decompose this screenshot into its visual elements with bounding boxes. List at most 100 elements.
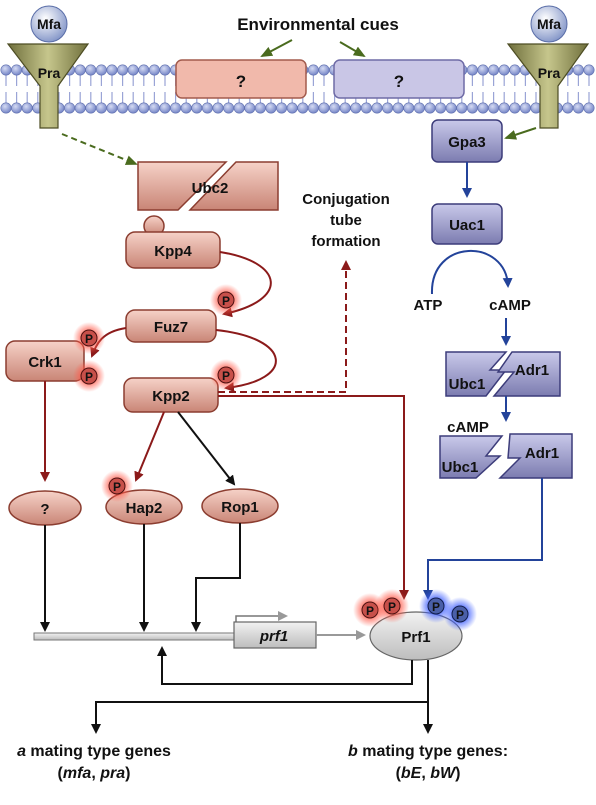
svg-text:?: ?	[236, 72, 246, 91]
svg-text:Fuz7: Fuz7	[154, 319, 188, 336]
lipid-head	[21, 102, 33, 114]
lipid-head	[170, 102, 182, 114]
title-environmental-cues: Environmental cues	[237, 15, 399, 34]
lipid-head	[244, 102, 256, 114]
svg-text:P: P	[222, 294, 230, 308]
lipid-head	[509, 102, 521, 114]
lipid-head	[286, 102, 298, 114]
atp-label: ATP	[414, 297, 443, 314]
svg-text:Hap2: Hap2	[126, 500, 163, 517]
mfa-ligand-left: Mfa	[30, 5, 68, 43]
lipid-head	[233, 102, 245, 114]
lipid-head	[488, 64, 500, 76]
atp-to-camp-arrow	[430, 250, 513, 295]
lipid-head	[95, 64, 107, 76]
lipid-head	[583, 64, 595, 76]
lipid-head	[191, 102, 203, 114]
svg-text:Kpp2: Kpp2	[152, 388, 190, 405]
lipid-head	[413, 102, 425, 114]
lipid-head	[350, 102, 362, 114]
lipid-head	[276, 102, 288, 114]
lipid-head	[138, 64, 150, 76]
dna-line	[33, 632, 235, 641]
pra-to-gpa3-arrow	[504, 127, 537, 140]
lipid-head	[509, 64, 521, 76]
lipid-head	[498, 64, 510, 76]
pka-holoenzyme: Ubc1 Adr1	[445, 351, 561, 397]
lipid-head	[339, 102, 351, 114]
rop1-node: Rop1	[201, 488, 279, 524]
b-genes-list: (bE, bW)	[396, 765, 461, 782]
svg-text:P: P	[366, 604, 374, 618]
lipid-head	[138, 102, 150, 114]
cue-arrow-left	[260, 39, 293, 57]
lipid-head	[466, 64, 478, 76]
lipid-head	[318, 102, 330, 114]
lipid-head	[85, 64, 97, 76]
svg-text:Ubc1: Ubc1	[449, 376, 486, 393]
lipid-head	[456, 102, 468, 114]
lipid-head	[392, 102, 404, 114]
lipid-head	[254, 102, 266, 114]
conjugation-label-3: formation	[311, 233, 380, 250]
svg-text:Adr1: Adr1	[525, 445, 559, 462]
phospho-crk1-bottom: P	[73, 360, 105, 392]
lipid-head	[159, 64, 171, 76]
svg-text:prf1: prf1	[259, 628, 288, 645]
svg-text:Pra: Pra	[538, 65, 561, 81]
lipid-head	[318, 64, 330, 76]
lipid-head	[445, 102, 457, 114]
lipid-head	[11, 64, 23, 76]
svg-text:P: P	[432, 600, 440, 614]
unknown-tf-node: ?	[8, 490, 82, 526]
lipid-head	[212, 102, 224, 114]
svg-text:Mfa: Mfa	[537, 16, 561, 32]
lipid-head	[435, 102, 447, 114]
lipid-head	[148, 102, 160, 114]
lipid-head	[223, 102, 235, 114]
svg-text:Kpp4: Kpp4	[154, 243, 192, 260]
lipid-head	[498, 102, 510, 114]
kpp4-to-fuz7-arrow	[219, 251, 272, 318]
kpp2-to-rop1-arrow	[177, 411, 236, 486]
svg-text:Mfa: Mfa	[37, 16, 61, 32]
lipid-head	[572, 102, 584, 114]
lipid-head	[201, 102, 213, 114]
lipid-head	[74, 102, 86, 114]
svg-text:Ubc1: Ubc1	[442, 459, 479, 476]
svg-text:P: P	[222, 369, 230, 383]
mfa-ligand-right: Mfa	[530, 5, 568, 43]
kpp4-node: Kpp4	[125, 215, 221, 269]
fuz7-to-kpp2-arrow	[215, 329, 277, 393]
pra-receptor-right: Pra	[506, 43, 590, 129]
svg-text:?: ?	[40, 501, 49, 518]
phospho-fuz7: P	[210, 284, 242, 316]
unknown-receptor-right: ?	[333, 59, 465, 99]
lipid-head	[11, 102, 23, 114]
lipid-head	[106, 102, 118, 114]
phospho-prf1-blue-2: P	[443, 597, 477, 631]
lipid-head	[307, 102, 319, 114]
cue-arrow-right	[339, 41, 366, 58]
fuz7-node: Fuz7	[125, 309, 217, 343]
lipid-head	[95, 102, 107, 114]
lipid-head	[466, 102, 478, 114]
camp-bound-label: cAMP	[447, 419, 489, 436]
kpp2-to-hap2-arrow	[134, 411, 165, 482]
prf1-autoregulation-arrow	[157, 646, 413, 685]
conjugation-label-1: Conjugation	[302, 191, 389, 208]
svg-text:Uac1: Uac1	[449, 217, 485, 234]
svg-text:Pra: Pra	[38, 65, 61, 81]
lipid-head	[572, 64, 584, 76]
svg-text:Prf1: Prf1	[401, 629, 430, 646]
svg-text:P: P	[113, 480, 121, 494]
prf1-to-a-genes-arrow	[91, 701, 428, 734]
lipid-head	[297, 102, 309, 114]
lipid-head	[371, 102, 383, 114]
lipid-head	[0, 64, 12, 76]
uac1-node: Uac1	[431, 203, 503, 245]
prf1-gene: prf1	[233, 621, 317, 649]
kpp2-to-prf1-arrow	[218, 395, 409, 600]
svg-text:Gpa3: Gpa3	[448, 134, 486, 151]
